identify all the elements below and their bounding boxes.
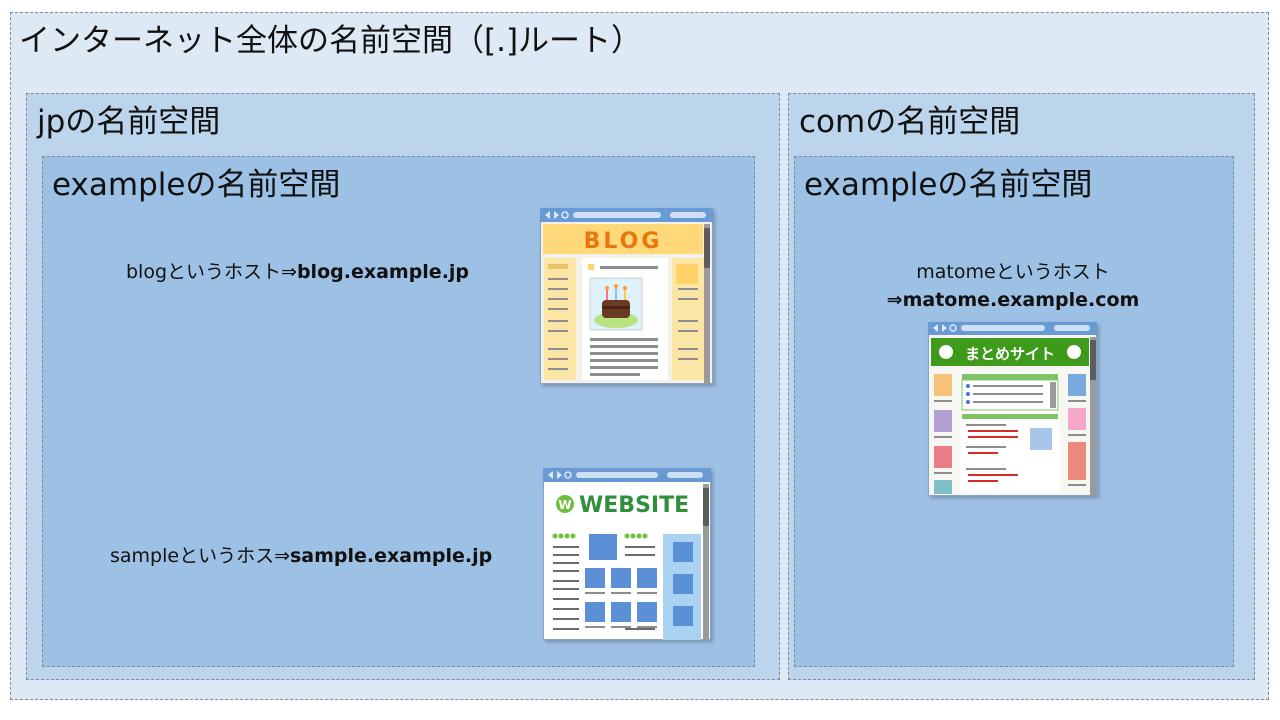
root-namespace-title: インターネット全体の名前空間（[.]ルート） (19, 23, 643, 59)
matome-host-fqdn: ⇒matome.example.com (886, 289, 1140, 311)
sample-host-label: sampleというホス⇒sample.example.jp (110, 541, 492, 568)
com-namespace-title: comの名前空間 (799, 104, 1021, 140)
com-example-namespace-title: exampleの名前空間 (804, 167, 1093, 203)
sample-host-fqdn: sample.example.jp (290, 545, 493, 567)
matome-host-prefix: matomeというホスト (916, 261, 1110, 283)
blog-banner-text: BLOG (584, 229, 663, 254)
blog-host-fqdn: blog.example.jp (296, 261, 470, 283)
svg-text:W: W (558, 498, 571, 512)
matome-site-illustration: まとめサイト (928, 322, 1097, 496)
blog-site-illustration: BLOG (540, 208, 713, 384)
matome-banner-text: まとめサイト (965, 345, 1055, 363)
jp-example-namespace-title: exampleの名前空間 (52, 167, 341, 203)
blog-host-label: blogというホスト⇒blog.example.jp (126, 257, 469, 284)
website-banner-text: WEBSITE (579, 493, 689, 518)
matome-host-label: matomeというホスト ⇒matome.example.com (848, 258, 1178, 314)
jp-namespace-title: jpの名前空間 (37, 104, 221, 140)
blog-host-prefix: blogというホスト⇒ (126, 261, 297, 283)
website-illustration: W WEBSITE (543, 468, 711, 640)
sample-host-prefix: sampleというホス⇒ (110, 545, 290, 567)
